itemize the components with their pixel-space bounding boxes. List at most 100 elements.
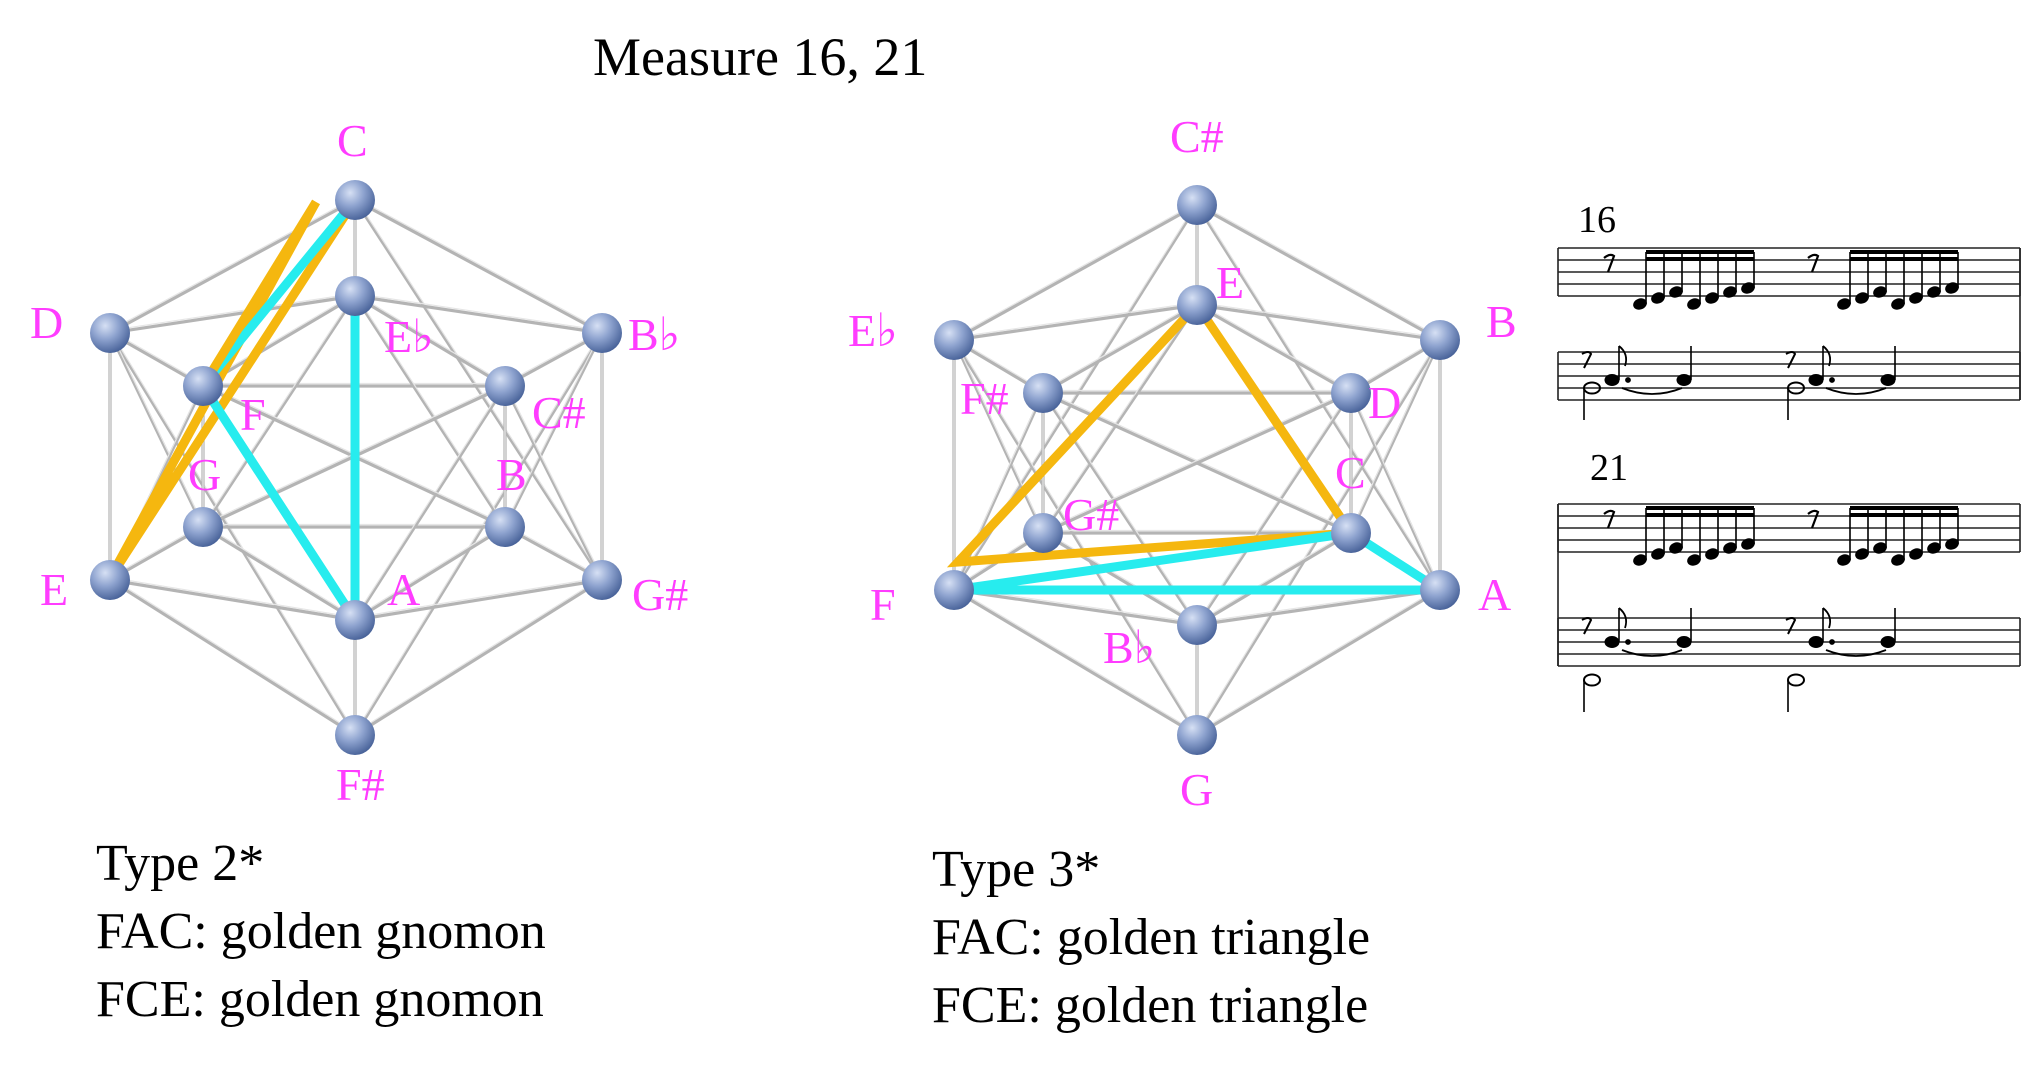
left-edge bbox=[353, 295, 507, 528]
left-vertices bbox=[90, 180, 622, 755]
right-edge bbox=[952, 339, 1199, 736]
right-vertex-in_ul bbox=[1023, 373, 1063, 413]
left-vertex-in_b bbox=[335, 600, 375, 640]
sixteenth-rest bbox=[1785, 351, 1797, 369]
left-edge-shine bbox=[354, 293, 506, 525]
left-edge bbox=[108, 332, 357, 736]
dotted-eighth-note bbox=[1604, 374, 1620, 386]
right-edge-shine bbox=[1196, 390, 1352, 623]
left-label-Eb: E♭ bbox=[384, 311, 434, 362]
left-edge bbox=[354, 294, 603, 335]
right-edge-shine bbox=[1042, 301, 1198, 392]
right-edge bbox=[953, 588, 1198, 627]
left-edge-shine bbox=[202, 523, 356, 619]
right-vertex-in_t bbox=[1177, 285, 1217, 325]
left-edge bbox=[202, 525, 356, 622]
note-flag bbox=[1822, 607, 1832, 629]
right-vertices bbox=[934, 185, 1460, 755]
left-vertex-in_t bbox=[335, 276, 375, 316]
notes-21 bbox=[1581, 506, 1959, 712]
right-vertex-labels: C# E E♭ B F# D C G# F A B♭ G bbox=[848, 111, 1517, 815]
left-caption-fac: FAC: golden gnomon bbox=[96, 903, 546, 960]
right-edge-shine bbox=[1196, 201, 1441, 339]
right-edge-shine bbox=[953, 586, 1198, 734]
left-vertex-ll bbox=[90, 560, 130, 600]
left-label-Fs: F# bbox=[336, 759, 385, 810]
right-edge bbox=[1349, 339, 1442, 534]
right-vertex-in_ll bbox=[1023, 513, 1063, 553]
page-title: Measure 16, 21 bbox=[593, 27, 928, 87]
left-edge-shine bbox=[109, 576, 356, 734]
left-edge-shine bbox=[354, 330, 603, 733]
right-edge bbox=[1196, 588, 1441, 737]
right-edge bbox=[1196, 531, 1352, 627]
staff-treble-21 bbox=[1557, 503, 2021, 666]
left-edge-shine bbox=[354, 576, 603, 619]
right-label-B: B bbox=[1486, 296, 1517, 347]
right-edge bbox=[1196, 303, 1352, 395]
right-label-E: E bbox=[1216, 257, 1244, 308]
right-edge-shine bbox=[953, 337, 1198, 733]
left-edge-shine bbox=[354, 292, 603, 332]
left-label-A: A bbox=[387, 564, 420, 615]
left-edge bbox=[354, 294, 506, 388]
right-edge-shine bbox=[953, 337, 1044, 531]
system-16 bbox=[1557, 247, 2021, 420]
left-vertex-top bbox=[335, 180, 375, 220]
left-edge-shine bbox=[354, 576, 603, 734]
right-edge-shine bbox=[1042, 302, 1198, 531]
left-edge bbox=[109, 294, 356, 335]
right-edges bbox=[952, 201, 1442, 737]
eighth-rest bbox=[1807, 509, 1820, 529]
left-vertex-in_lr bbox=[485, 507, 525, 547]
left-vertex-ul bbox=[90, 313, 130, 353]
left-label-Bb: B♭ bbox=[628, 309, 680, 360]
left-edge-shine bbox=[202, 293, 356, 525]
dotted-eighth-note bbox=[1808, 636, 1824, 648]
quarter-note bbox=[1676, 374, 1692, 386]
right-vertex-bot bbox=[1177, 715, 1217, 755]
left-edge bbox=[354, 198, 603, 335]
right-edge-shine bbox=[1350, 390, 1441, 588]
right-vertex-ur bbox=[1420, 320, 1460, 360]
right-edge bbox=[953, 303, 1198, 342]
dot bbox=[1625, 639, 1631, 645]
right-vertex-in_b bbox=[1177, 605, 1217, 645]
quarter-note bbox=[1676, 636, 1692, 648]
dotted-eighth-note bbox=[1604, 636, 1620, 648]
left-label-D: D bbox=[30, 297, 63, 348]
staff-bass-16 bbox=[1557, 351, 2021, 401]
right-fac-triangle bbox=[953, 528, 1456, 595]
left-edge bbox=[354, 578, 603, 622]
left-vertex-bot bbox=[335, 715, 375, 755]
left-icosahedron: C E♭ D B♭ F C# G B E G# A F# bbox=[30, 115, 688, 810]
right-edge bbox=[953, 588, 1198, 737]
right-label-D: D bbox=[1368, 377, 1401, 428]
left-edge-shine bbox=[109, 292, 356, 332]
right-edge bbox=[952, 339, 1045, 534]
left-label-B: B bbox=[496, 449, 527, 500]
left-edge bbox=[353, 199, 604, 581]
right-label-Bb: B♭ bbox=[1103, 622, 1155, 673]
note-flag bbox=[1618, 345, 1628, 367]
left-edge bbox=[108, 332, 205, 528]
right-edge-shine bbox=[1196, 529, 1352, 624]
right-edge bbox=[1195, 204, 1442, 591]
right-edge bbox=[1196, 588, 1441, 627]
right-label-Gs: G# bbox=[1063, 489, 1119, 540]
left-label-F: F bbox=[240, 389, 266, 440]
right-label-Fs: F# bbox=[960, 373, 1009, 424]
tie bbox=[1621, 649, 1683, 657]
left-label-C: C bbox=[337, 115, 368, 166]
right-edge-shine bbox=[1042, 389, 1352, 532]
tie bbox=[1825, 649, 1887, 657]
left-edge-shine bbox=[354, 523, 506, 619]
left-edge bbox=[201, 295, 357, 528]
dot bbox=[1829, 639, 1835, 645]
measure-number-21: 21 bbox=[1590, 447, 1628, 489]
right-highlight-triangles bbox=[946, 297, 1456, 595]
left-edge bbox=[353, 332, 604, 736]
left-edge bbox=[503, 332, 604, 528]
left-edge bbox=[109, 198, 356, 335]
right-edge bbox=[1196, 303, 1441, 342]
